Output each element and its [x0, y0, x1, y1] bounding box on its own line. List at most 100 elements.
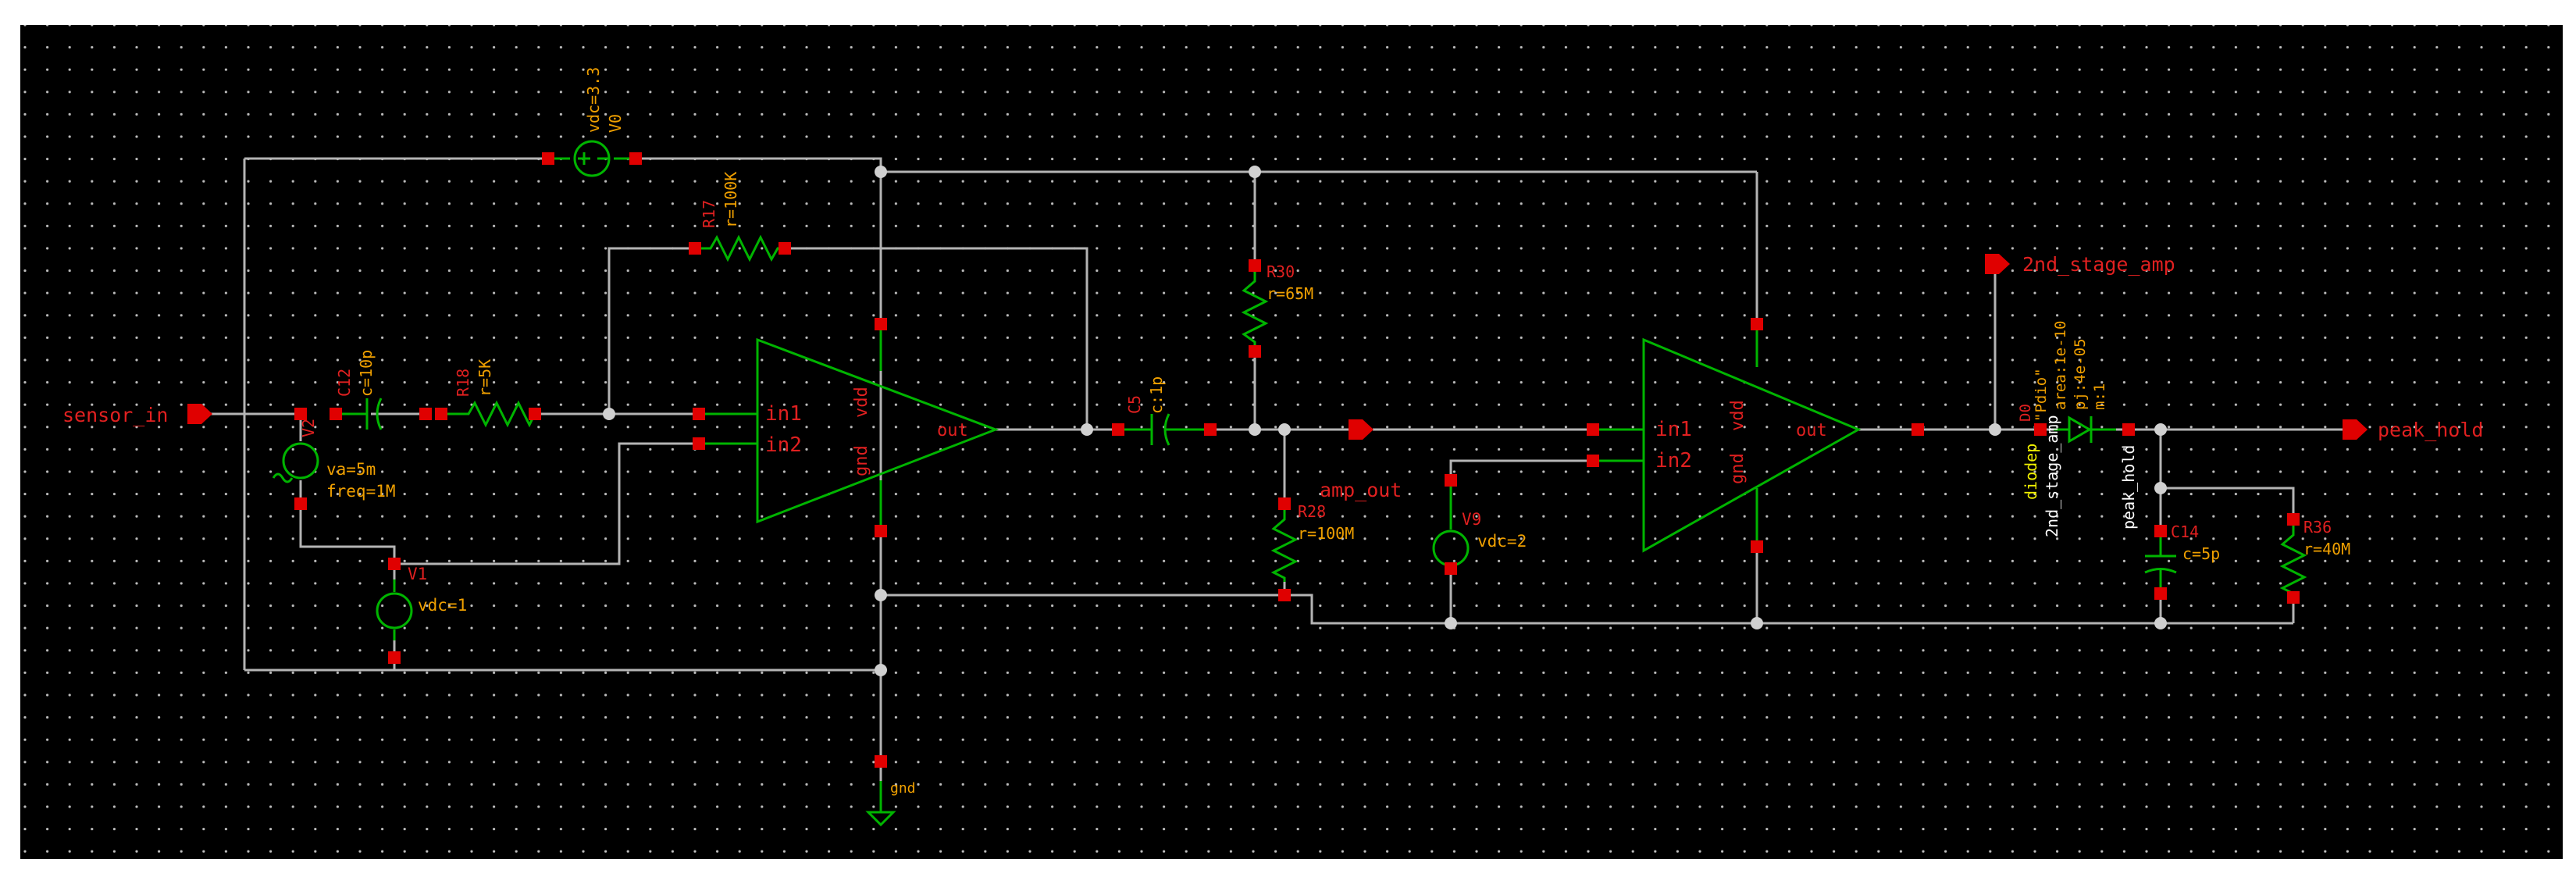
c12-value: c=10p — [357, 350, 376, 397]
node-dot — [1445, 617, 1457, 629]
label-2nd-stage-amp: 2nd_stage_amp — [2022, 253, 2175, 276]
grid-dots — [20, 25, 2563, 859]
pin-2nd-stage-amp[interactable] — [1985, 254, 2010, 274]
d0-name: D0 — [2017, 404, 2034, 422]
node-dot — [875, 664, 887, 676]
opamp1-in2: in2 — [765, 433, 802, 457]
d0-net-right: peak_hold — [2119, 445, 2138, 530]
v9-value: vdc=2 — [1477, 532, 1527, 551]
v0-labels: V0 vdc=3.3 — [584, 67, 625, 133]
opamp1-body[interactable] — [756, 337, 999, 524]
c12-labels: C12 c=10p — [335, 350, 376, 397]
v1-value: vdc=1 — [418, 596, 467, 615]
node-dot — [1249, 423, 1261, 436]
r28-resistor[interactable] — [1270, 504, 1299, 582]
r28-name: R28 — [1298, 502, 1326, 521]
pin-sensor-in[interactable] — [187, 404, 212, 424]
d0-p3: pj:4e-05 — [2072, 338, 2089, 410]
node-dot — [1081, 423, 1093, 436]
opamp1-gnd-label: gnd — [852, 445, 871, 476]
wire-v2-bottom — [299, 480, 396, 564]
v2-source[interactable] — [272, 442, 319, 483]
d0-p2: area:1e-10 — [2052, 321, 2069, 410]
c12-name: C12 — [335, 369, 354, 397]
node-dot — [603, 408, 615, 420]
d0-p2-label: area:1e-10 — [2052, 321, 2069, 410]
d0-p3-label: pj:4e-05 — [2072, 338, 2089, 410]
r18-name: R18 — [454, 369, 472, 397]
d0-p1-label: "Pdio" — [2033, 368, 2050, 422]
opamp2-vdd: vdd — [1728, 400, 1748, 431]
v0-name: V0 — [606, 114, 625, 133]
opamp2-out: out — [1796, 421, 1827, 440]
opamp2-gnd-label: gnd — [1728, 453, 1748, 484]
d0-model: diodep — [2022, 444, 2040, 500]
node-dot — [1278, 423, 1291, 436]
wire-in2 — [394, 442, 699, 565]
c5-name: C5 — [1125, 395, 1144, 414]
wire-in2-2 — [1449, 459, 1593, 480]
r17-resistor[interactable] — [695, 234, 785, 262]
node-dot — [1989, 423, 2001, 436]
r18-resistor[interactable] — [441, 400, 536, 428]
label-sensor-in: sensor_in — [62, 404, 168, 426]
opamp2-body[interactable] — [1642, 337, 1862, 553]
d0-net-right-label: peak_hold — [2119, 445, 2138, 530]
node-dot — [1751, 617, 1763, 629]
d0-diode[interactable] — [2054, 415, 2116, 444]
opamp1-vdd-label: vdd — [852, 387, 871, 418]
v1-name: V1 — [408, 565, 427, 583]
wire-r36-top — [2161, 487, 2295, 519]
d0-net-left: 2nd_stage_amp — [2043, 415, 2061, 537]
wire-gnd-mid — [881, 594, 1757, 625]
v2-amp: va=5m — [326, 460, 376, 479]
label-peak-hold: peak_hold — [2378, 419, 2483, 441]
v1-source[interactable] — [376, 579, 413, 640]
opamp2-vdd-label: vdd — [1728, 400, 1748, 431]
c5-value: c:1p — [1147, 376, 1166, 414]
pin-markers — [294, 152, 2300, 768]
opamp2-in2: in2 — [1655, 449, 1692, 472]
r17-labels: R17 r=100K — [700, 172, 740, 228]
v2-name-label: V2 — [299, 419, 318, 437]
wires — [211, 157, 2350, 812]
r30-resistor[interactable] — [1241, 266, 1269, 351]
r36-name: R36 — [2303, 518, 2332, 537]
d0-net-left-label: 2nd_stage_amp — [2043, 415, 2061, 537]
r36-value: r=40M — [2303, 540, 2350, 558]
d0-model-label: diodep — [2022, 444, 2040, 500]
opamp1-vdd: vdd — [852, 387, 871, 418]
gnd-net-label: gnd — [890, 780, 916, 797]
opamp1-gnd: gnd — [852, 445, 871, 476]
opamp1-out: out — [937, 421, 968, 440]
opamp2-gnd: gnd — [1728, 453, 1748, 484]
r30-name: R30 — [1267, 262, 1295, 281]
d0-labels: D0 — [2017, 404, 2034, 422]
r30-value: r=65M — [1267, 284, 1313, 303]
ground-symbol[interactable] — [865, 781, 896, 827]
label-amp-out: amp_out — [1320, 479, 1402, 501]
pin-peak-hold[interactable] — [2343, 419, 2368, 440]
r17-value: r=100K — [721, 172, 740, 228]
v2-name: V2 — [299, 419, 318, 437]
node-dot — [1249, 166, 1261, 178]
opamp2-in1: in1 — [1655, 418, 1692, 441]
r28-value: r=100M — [1298, 524, 1354, 543]
node-dot — [875, 166, 887, 178]
wire-r17-right — [785, 247, 1088, 430]
opamp1-in1: in1 — [765, 402, 802, 426]
c14-value: c=5p — [2182, 544, 2220, 563]
node-dot — [875, 589, 887, 601]
node-dots — [388, 166, 2167, 676]
v9-name: V9 — [1462, 510, 1481, 529]
d0-p1: "Pdio" — [2033, 368, 2050, 422]
symbols — [272, 140, 2307, 827]
wire-r17-left — [607, 247, 695, 414]
r17-name: R17 — [700, 200, 718, 228]
node-dot — [2154, 617, 2167, 629]
node-dot — [2154, 423, 2167, 436]
pin-amp-out[interactable] — [1349, 419, 1374, 440]
c14-name: C14 — [2171, 522, 2199, 541]
c5-capacitor[interactable] — [1118, 413, 1210, 446]
